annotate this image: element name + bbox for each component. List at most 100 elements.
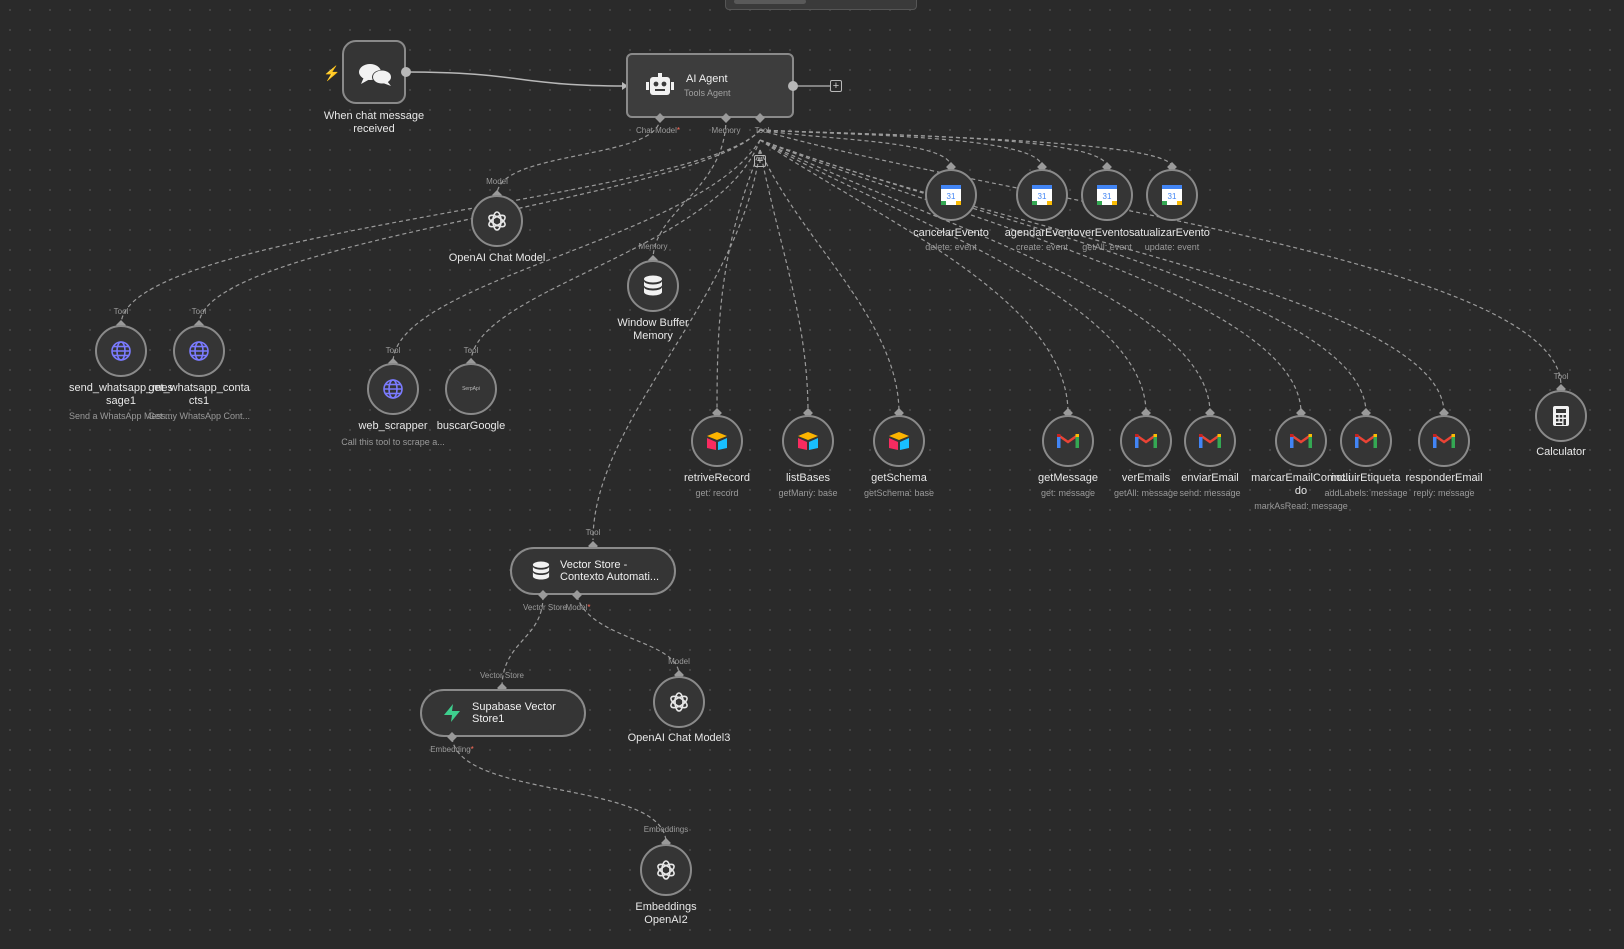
- memory-port-label: Memory: [638, 242, 668, 251]
- responder-email-sub: reply: message: [1413, 488, 1475, 498]
- cancelar-evento-label: cancelarEvento: [913, 227, 989, 239]
- google-calendar-icon: 31: [941, 185, 961, 205]
- embeddings-label-line1: Embeddings: [635, 901, 697, 913]
- agent-output-port[interactable]: [788, 81, 798, 91]
- window-buffer-memory-node[interactable]: [627, 260, 679, 312]
- vector-tool-port-vs-label: Vector Store: [522, 603, 568, 612]
- vector-tool-port-model-label: Model*: [565, 603, 591, 612]
- edge-gmail-4: [759, 139, 1302, 414]
- get-message-node[interactable]: [1042, 415, 1094, 467]
- openai-chat-model-node[interactable]: [471, 195, 523, 247]
- ver-emails-sub: getAll: message: [1113, 488, 1179, 498]
- agent-port-tool-label: Tool: [754, 126, 770, 135]
- edge-vector-tool: [592, 149, 761, 541]
- enviar-email-sub: send: message: [1179, 488, 1241, 498]
- marcar-email-label-line2: do: [1294, 485, 1308, 497]
- gmail-icon: [1355, 433, 1377, 448]
- agent-add-output-button[interactable]: +: [830, 80, 842, 92]
- get-schema-label: getSchema: [871, 472, 927, 484]
- agent-title: AI Agent: [686, 73, 728, 85]
- ver-emails-node[interactable]: [1120, 415, 1172, 467]
- supabase-icon: [444, 704, 460, 722]
- supabase-port-label: Vector Store: [479, 671, 525, 680]
- chat-model3-port-label: Model: [668, 657, 690, 666]
- edge-web-scrapper: [392, 139, 761, 364]
- edge-whatsapp-1: [120, 129, 761, 326]
- edge-trigger-agent: [405, 71, 625, 87]
- embeddings-openai2-node[interactable]: [640, 844, 692, 896]
- atualizar-evento-label: atualizarEvento: [1134, 227, 1210, 239]
- marcar-email-label-line1: marcarEmailComoLi: [1251, 472, 1351, 484]
- embeddings-label-line2: OpenAI2: [644, 914, 688, 926]
- ai-agent-node[interactable]: AI Agent Tools Agent: [626, 53, 794, 118]
- edge-cal-4: [759, 129, 1173, 168]
- get-whatsapp-contacts-node[interactable]: [173, 325, 225, 377]
- google-calendar-icon: 31: [1162, 185, 1182, 205]
- svg-text:31: 31: [1168, 192, 1177, 201]
- buscar-google-node[interactable]: SerpApi: [445, 363, 497, 415]
- gmail-icon: [1057, 433, 1079, 448]
- responder-email-label: responderEmail: [1405, 472, 1483, 484]
- edge-gmail-2: [759, 139, 1147, 414]
- edge-memory: [652, 117, 727, 261]
- toolbar-tab[interactable]: [734, 0, 806, 4]
- openai-icon: [670, 692, 688, 712]
- robot-icon: [646, 73, 674, 95]
- enviar-email-node[interactable]: [1184, 415, 1236, 467]
- edge-gmail-3: [759, 139, 1211, 414]
- ver-emails-label: verEmails: [1121, 472, 1171, 484]
- svg-text:31: 31: [947, 192, 956, 201]
- retrive-record-node[interactable]: [691, 415, 743, 467]
- send-whatsapp-node[interactable]: [95, 325, 147, 377]
- edge-arrowhead: [622, 82, 628, 90]
- agent-port-memory-label: Memory: [711, 126, 741, 135]
- agent-port-chat-model-label: Chat Model*: [635, 126, 681, 135]
- send-whatsapp-label-line2: sage1: [106, 395, 136, 407]
- list-bases-sub: getMany: base: [778, 488, 838, 498]
- cancelar-evento-node[interactable]: 31: [925, 169, 977, 221]
- openai-chat-model-label: OpenAI Chat Model: [448, 252, 546, 264]
- ver-eventos-node[interactable]: 31: [1081, 169, 1133, 221]
- gmail-icon: [1433, 433, 1455, 448]
- agendar-evento-node[interactable]: 31: [1016, 169, 1068, 221]
- edge-calculator: [759, 129, 1562, 387]
- get-message-label: getMessage: [1038, 472, 1098, 484]
- airtable-icon: [707, 432, 727, 450]
- trigger-bolt-icon: ⚡: [323, 65, 341, 81]
- responder-email-node[interactable]: [1418, 415, 1470, 467]
- edge-getschema: [759, 149, 900, 414]
- edge-whatsapp-2: [198, 129, 761, 326]
- atualizar-evento-node[interactable]: 31: [1146, 169, 1198, 221]
- edge-gmail-6: [759, 139, 1445, 414]
- enviar-email-label: enviarEmail: [1181, 472, 1239, 484]
- calculator-node[interactable]: [1535, 390, 1587, 442]
- vector-store-tool-node[interactable]: Vector Store -Contexto Automati...: [510, 547, 676, 595]
- marcar-email-node[interactable]: [1275, 415, 1327, 467]
- trigger-output-port[interactable]: [401, 67, 411, 77]
- edge-listbases: [759, 149, 809, 414]
- gmail-icon: [1135, 433, 1157, 448]
- incluir-etiqueta-node[interactable]: [1340, 415, 1392, 467]
- ver-eventos-label: verEventos: [1079, 227, 1135, 239]
- chat-trigger-node[interactable]: [342, 40, 406, 104]
- get-schema-node[interactable]: [873, 415, 925, 467]
- web-scrapper-node[interactable]: [367, 363, 419, 415]
- list-bases-node[interactable]: [782, 415, 834, 467]
- top-toolbar[interactable]: [725, 0, 917, 10]
- agent-add-tool-button[interactable]: +: [754, 155, 766, 167]
- openai-chat-model3-label: OpenAI Chat Model3: [627, 732, 731, 744]
- globe-icon: [383, 379, 403, 399]
- whatsapp-2-port-label: Tool: [191, 307, 207, 316]
- vector-tool-port-label: Tool: [585, 528, 601, 537]
- web-scrapper-port-label: Tool: [385, 346, 401, 355]
- list-bases-label: listBases: [785, 472, 831, 484]
- chat-bubbles-icon: [359, 64, 392, 86]
- edge-buscar-google: [470, 139, 761, 364]
- memory-label-line2: Memory: [633, 330, 673, 342]
- edge-chat-model: [496, 117, 661, 196]
- openai-chat-model3-node[interactable]: [653, 676, 705, 728]
- calculator-icon: [1553, 406, 1569, 426]
